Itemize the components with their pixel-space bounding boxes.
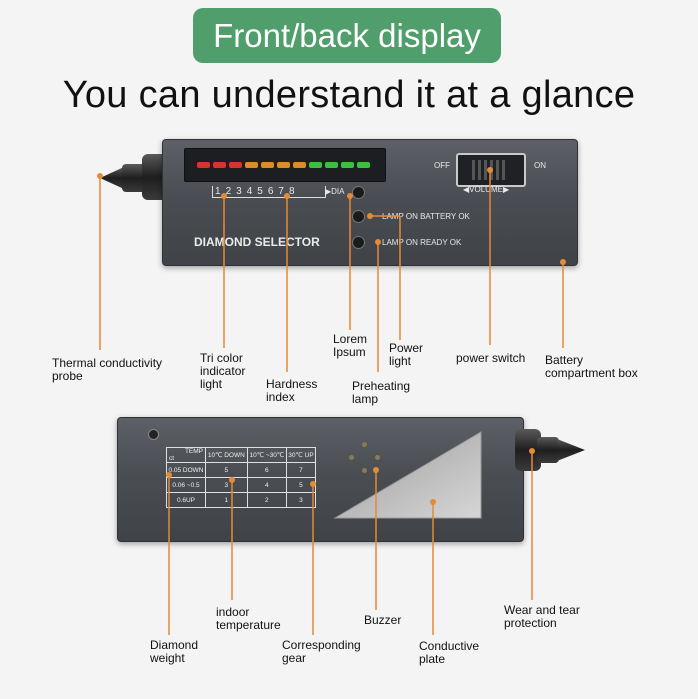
label-thermal-probe: Thermal conductivity probe: [52, 356, 163, 383]
led-green: [341, 162, 354, 168]
hardness-scale: 1 2 3 4 5 6 7 8: [215, 186, 295, 197]
switch-grip: [484, 160, 487, 180]
table-cell: 2: [246, 492, 287, 508]
battery-lamp: [352, 210, 365, 223]
label-tri-color: Tri color indicator light: [200, 351, 246, 391]
brand-label: DIAMOND SELECTOR: [194, 235, 320, 249]
ready-lamp: [352, 236, 365, 249]
label-plate: Conductive plate: [419, 639, 480, 666]
scale-bracket: [212, 186, 326, 198]
scale-number: 4: [246, 186, 253, 197]
lamp-battery-text: LAMP ON BATTERY OK: [382, 212, 470, 221]
gear-table: TEMP ct 10℃ DOWN 10℃ ~30℃ 30℃ UP 0.05 DO…: [166, 447, 317, 508]
label-hardness: Hardness index: [266, 377, 318, 404]
scale-number: 2: [225, 186, 232, 197]
scale-number: 5: [257, 186, 263, 197]
scale-number: 8: [288, 186, 295, 197]
label-battery: Battery compartment box: [545, 353, 638, 380]
switch-grip: [496, 160, 499, 180]
label-indoor: indoor temperature: [216, 605, 281, 632]
label-lorem: Lorem Ipsum: [333, 332, 368, 359]
led-orange: [293, 162, 306, 168]
scale-number: 1: [215, 186, 221, 197]
label-power-light: Power light: [389, 341, 424, 368]
buzzer-hole: [362, 468, 367, 473]
label-buzzer: Buzzer: [364, 613, 402, 627]
back-probe-icon: [515, 429, 585, 471]
scale-number: 6: [267, 186, 274, 197]
lamp-ready-text: LAMP ON READY OK: [382, 238, 462, 247]
on-label: ON: [534, 161, 546, 170]
led-orange: [245, 162, 258, 168]
scale-number: 3: [236, 186, 242, 197]
corner-temp: TEMP: [184, 448, 203, 455]
label-wear: Wear and tear protection: [504, 603, 580, 630]
volume-label: ◀VOLUME▶: [463, 185, 510, 194]
led-red: [229, 162, 242, 168]
led-green: [309, 162, 322, 168]
led-green: [325, 162, 338, 168]
headline: You can understand it at a glance: [62, 74, 636, 116]
led-red: [197, 162, 210, 168]
table-cell: 3: [285, 492, 317, 508]
buzzer-hole: [362, 442, 367, 447]
led-green: [357, 162, 370, 168]
off-label: OFF: [434, 161, 450, 170]
label-diamond-weight: Diamond weight: [150, 638, 199, 665]
buzzer-hole: [375, 455, 380, 460]
screw-hole: [148, 429, 159, 440]
dia-label: ▶DIA: [325, 187, 345, 196]
switch-grip: [478, 160, 481, 180]
switch-grip: [472, 160, 475, 180]
corner-ct: ct: [169, 455, 175, 462]
switch-grip: [502, 160, 505, 180]
title-banner: Front/back display: [193, 8, 501, 63]
row-header: 0.6UP: [166, 492, 206, 508]
label-power-switch: power switch: [456, 351, 526, 365]
conductive-plate: [333, 431, 482, 519]
label-gear: Corresponding gear: [282, 638, 361, 665]
led-orange: [261, 162, 274, 168]
scale-number: 7: [278, 186, 284, 197]
label-preheating: Preheating lamp: [352, 379, 411, 406]
led-indicator-window: [184, 148, 386, 182]
led-red: [213, 162, 226, 168]
led-orange: [277, 162, 290, 168]
buzzer-hole: [349, 455, 354, 460]
dia-indicator-hole: [352, 186, 365, 199]
